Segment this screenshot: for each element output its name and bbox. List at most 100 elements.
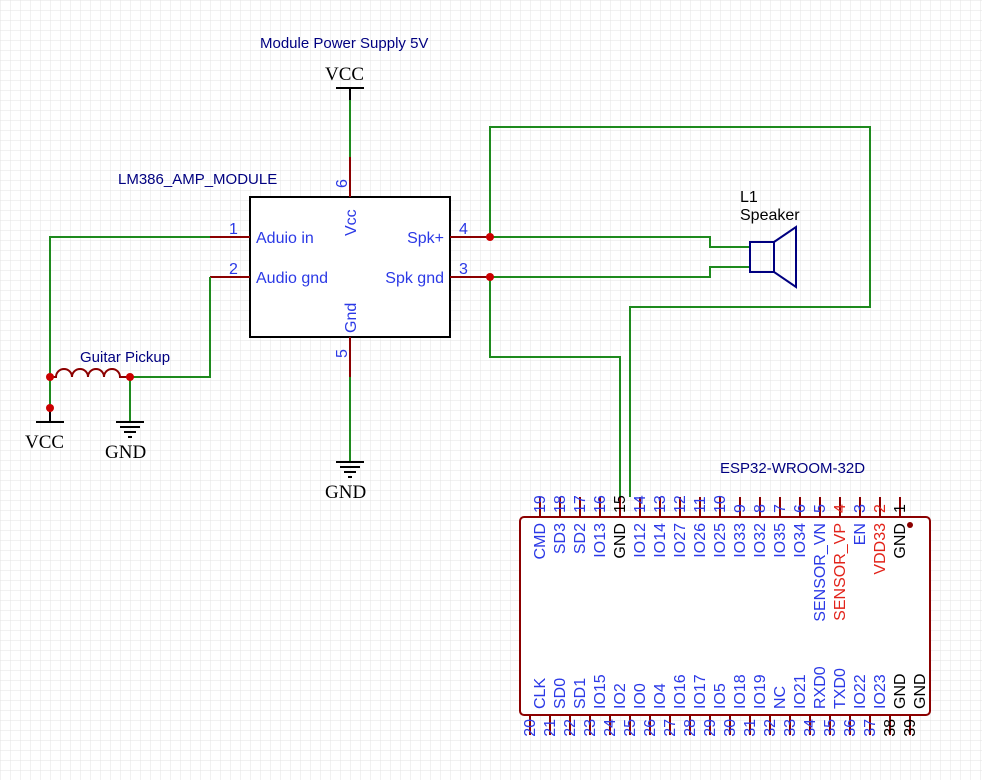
esp-module-name: ESP32-WROOM-32D (720, 460, 865, 477)
wire-spk-gnd-esp (489, 277, 621, 497)
speaker-name: Speaker (740, 207, 800, 224)
amp-module-body (249, 196, 451, 338)
esp-top-pin-label: SD2 (572, 523, 589, 554)
esp-top-pin-number: 11 (692, 496, 709, 513)
esp-top-pin-label: VDD33 (872, 523, 889, 575)
esp-bottom-pin-number: 33 (782, 719, 799, 737)
esp-bottom-pin-number: 32 (762, 719, 779, 737)
esp-bottom-pin-label: IO5 (712, 683, 729, 709)
esp-top-pin-label: IO34 (792, 523, 809, 558)
esp-bottom-pin-label: IO17 (692, 674, 709, 709)
esp-top-pin-label: GND (892, 523, 909, 559)
esp-top-pin-label: IO13 (592, 523, 609, 558)
wire-audio-gnd (130, 277, 211, 378)
esp-top-pins: 19CMD18SD317SD216IO1315GND14IO1213IO1412… (532, 495, 909, 622)
esp-bottom-pins: CLK20SD021SD122IO1523IO224IO025IO426IO16… (522, 666, 929, 737)
esp-bottom-pin-label: SD0 (552, 678, 569, 709)
esp-top-pin-label: IO33 (732, 523, 749, 558)
esp-top-pin-number: 15 (612, 495, 629, 513)
speaker-ref: L1 (740, 189, 758, 206)
esp-bottom-pin-number: 36 (842, 719, 859, 737)
esp-bottom-pin-label: RXD0 (812, 666, 829, 709)
esp-bottom-pin-label: CLK (532, 678, 549, 709)
junction-dot (46, 373, 54, 381)
amp-pin-num-3: 3 (459, 261, 468, 278)
esp-bottom-pin-number: 34 (802, 719, 819, 737)
guitar-pickup-coil (50, 368, 130, 378)
esp-top-pin-number: 14 (632, 495, 649, 513)
esp-bottom-pin-label: IO15 (592, 674, 609, 709)
vcc-symbol-top: VCC (325, 64, 364, 100)
esp-top-pin-label: SD3 (552, 523, 569, 554)
esp-top-pin-label: SENSOR_VN (812, 523, 829, 622)
amp-pin-label-spk-gnd: Spk gnd (385, 270, 444, 287)
esp-top-pin-label: GND (612, 523, 629, 559)
esp-bottom-pin-label: GND (912, 673, 929, 709)
amp-pin-num-6: 6 (334, 179, 351, 188)
esp-top-pin-label: IO26 (692, 523, 709, 558)
esp-bottom-pin-label: IO2 (612, 683, 629, 709)
vcc-label-top: VCC (325, 64, 364, 85)
esp-bottom-pin-label: GND (892, 673, 909, 709)
esp-bottom-pin-label: IO0 (632, 683, 649, 709)
guitar-pickup-label: Guitar Pickup (80, 349, 170, 366)
esp-top-pin-label: IO35 (772, 523, 789, 558)
esp-top-pin-number: 18 (552, 495, 569, 513)
esp-bottom-pin-label: SD1 (572, 678, 589, 709)
esp-bottom-pin-label: IO4 (652, 683, 669, 709)
esp-top-pin-number: 9 (732, 504, 749, 513)
gnd-label-amp: GND (325, 482, 366, 503)
esp-bottom-pin-number: 29 (702, 719, 719, 737)
esp-bottom-pin-number: 31 (742, 719, 759, 737)
esp-bottom-pin-label: TXD0 (832, 668, 849, 709)
esp-bottom-pin-number: 25 (622, 719, 639, 737)
amp-pin-num-4: 4 (459, 221, 468, 238)
junction-dot (46, 404, 54, 412)
esp-top-pin-label: IO27 (672, 523, 689, 558)
esp-top-pin-label: IO12 (632, 523, 649, 558)
amp-pin-label-spk-pos: Spk+ (407, 230, 444, 247)
esp-top-pin-number: 5 (812, 504, 829, 513)
esp-bottom-pin-label: IO19 (752, 674, 769, 709)
esp-bottom-pin-label: IO21 (792, 674, 809, 709)
esp-bottom-pin-number: 30 (722, 719, 739, 737)
esp-top-pin-label: EN (852, 523, 869, 545)
esp-top-pin-number: 16 (592, 495, 609, 513)
amp-pin-num-5: 5 (334, 349, 351, 358)
esp-bottom-pin-number: 26 (642, 719, 659, 737)
esp-bottom-pin-label: IO18 (732, 674, 749, 709)
power-supply-title: Module Power Supply 5V (260, 35, 428, 52)
esp-top-pin-number: 13 (652, 495, 669, 513)
esp-bottom-pin-number: 21 (542, 719, 559, 737)
esp-top-pin-label: SENSOR_VP (832, 523, 849, 621)
gnd-symbol-amp: GND (325, 461, 366, 503)
esp-bottom-pin-number: 20 (522, 719, 539, 737)
esp-top-pin-number: 17 (572, 495, 589, 513)
esp-bottom-pin-number: 35 (822, 719, 839, 737)
vcc-label-left: VCC (25, 432, 64, 453)
speaker-symbol (749, 225, 797, 289)
junction-dot (126, 373, 134, 381)
esp-top-pin-label: IO25 (712, 523, 729, 558)
esp-bottom-pin-number: 39 (902, 719, 919, 737)
esp-bottom-pin-number: 23 (582, 719, 599, 737)
wire-spk-pos (490, 236, 750, 248)
esp-top-pin-number: 8 (752, 504, 769, 513)
esp-top-pin-number: 7 (772, 504, 789, 513)
amp-pin-label-vcc: Vcc (343, 209, 360, 236)
wire-spk-pos-loop (489, 126, 871, 497)
esp-top-pin-number: 1 (892, 504, 909, 513)
esp-bottom-pin-number: 37 (862, 719, 879, 737)
amp-pin-label-audio-in: Aduio in (256, 230, 314, 247)
esp-bottom-pin-label: IO16 (672, 674, 689, 709)
esp-bottom-pin-label: IO22 (852, 674, 869, 709)
wire-spk-gnd (490, 266, 750, 278)
esp-top-pin-number: 3 (852, 504, 869, 513)
esp-top-pin-number: 12 (672, 495, 689, 513)
amp-pin-num-2: 2 (229, 261, 238, 278)
esp-bottom-pin-number: 28 (682, 719, 699, 737)
amp-pin-num-1: 1 (229, 221, 238, 238)
amp-pin-label-gnd: Gnd (343, 303, 360, 333)
esp-top-pin-number: 2 (872, 504, 889, 513)
